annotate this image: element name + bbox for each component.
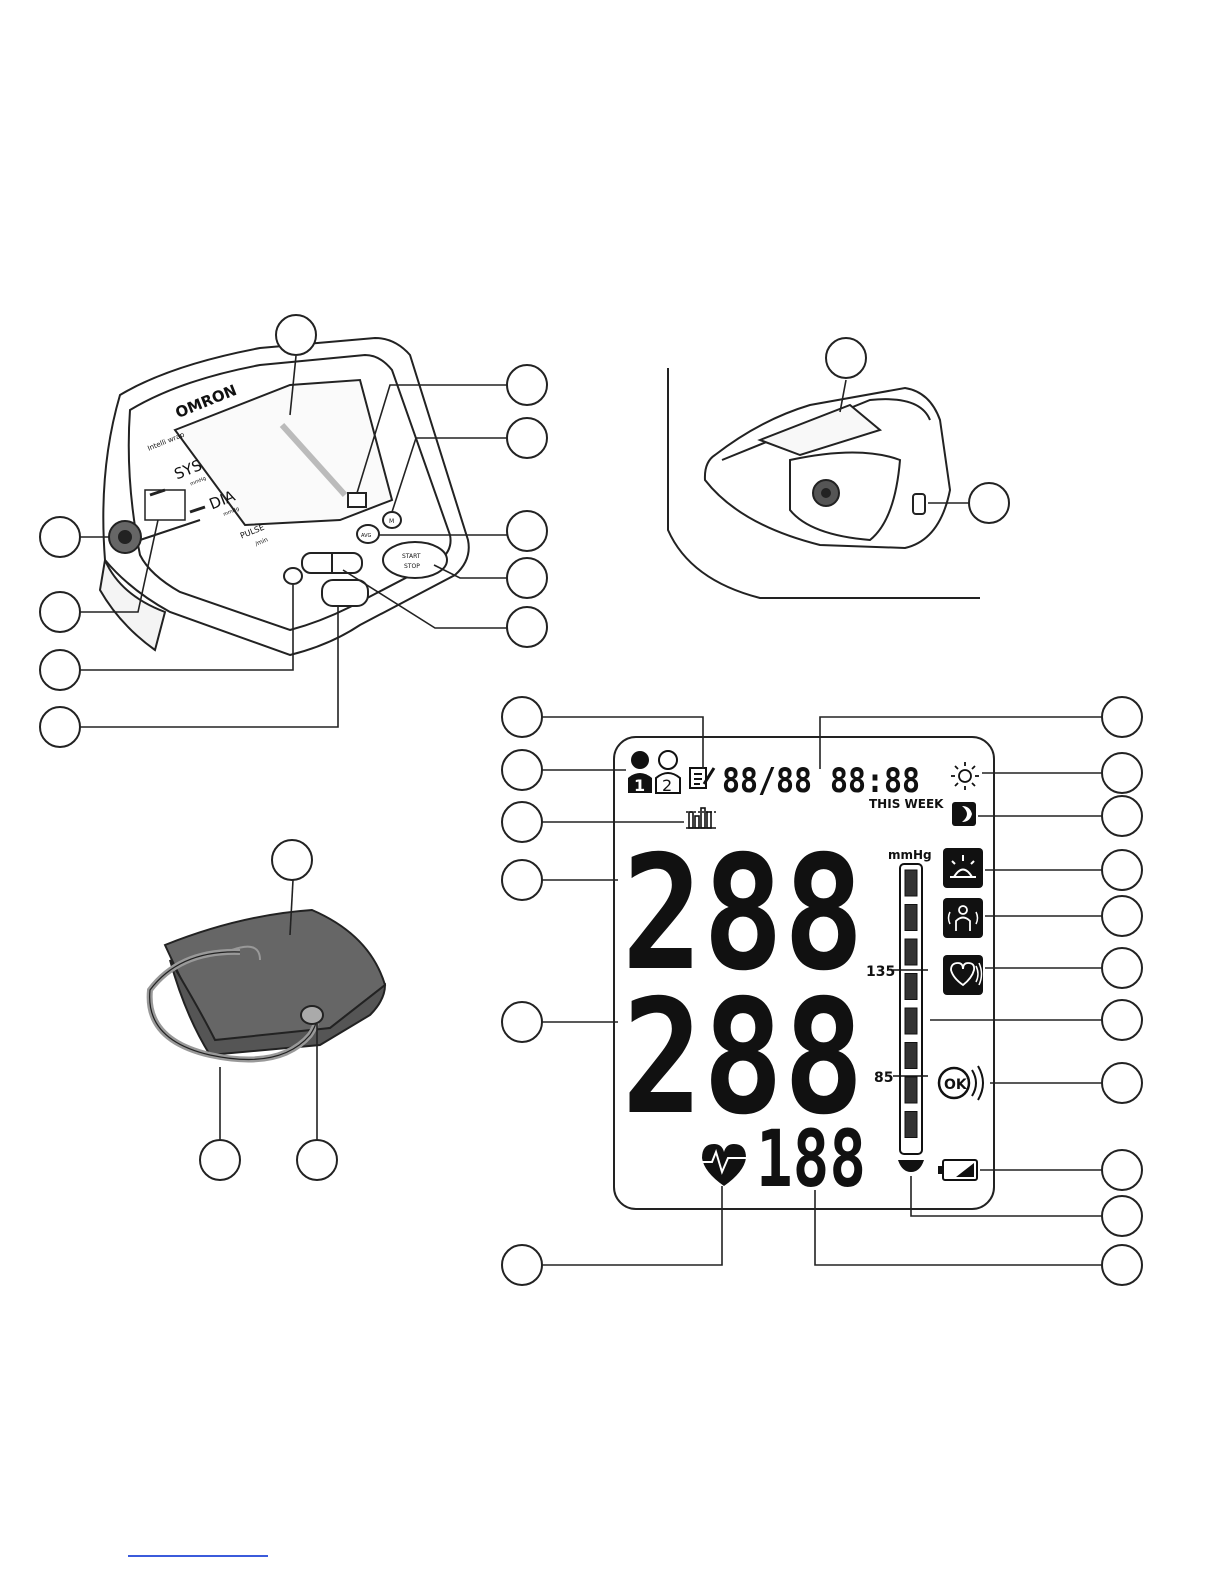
svg-text:START: START — [402, 553, 421, 560]
lcd-display: 1 2 88/88 88:88 THIS WEEK — [614, 737, 994, 1209]
bar-segment — [905, 939, 917, 965]
bar-segment — [905, 1008, 917, 1034]
svg-text:mmHg: mmHg — [888, 848, 932, 862]
svg-text:AVG: AVG — [361, 533, 372, 539]
bar-segment — [905, 1077, 917, 1103]
bar-segment — [905, 974, 917, 1000]
morning-hypertension-icon — [943, 848, 983, 888]
svg-text:OK: OK — [944, 1077, 968, 1093]
svg-text:M: M — [389, 518, 394, 525]
datetime-display: 88/88 88:88 — [722, 761, 920, 801]
svg-text:STOP: STOP — [404, 563, 420, 570]
bar-level-135: 135 — [866, 964, 895, 980]
bar-segment — [905, 870, 917, 896]
svg-text:2: 2 — [662, 776, 672, 795]
irregular-heartbeat-icon — [943, 955, 983, 995]
unit-back-view — [668, 368, 980, 598]
this-week-label: THIS WEEK — [869, 797, 944, 811]
bar-segment — [905, 1112, 917, 1138]
bar-segment — [905, 1043, 917, 1069]
bar-level-85: 85 — [874, 1070, 893, 1086]
cuff-illustration — [150, 880, 385, 1140]
footer-link-underline[interactable] — [128, 1555, 268, 1557]
moon-icon — [952, 802, 976, 826]
pulse-value-display: 188 — [756, 1115, 866, 1205]
body-movement-icon — [943, 898, 983, 938]
svg-text:1: 1 — [634, 776, 645, 795]
bar-segment — [905, 905, 917, 931]
